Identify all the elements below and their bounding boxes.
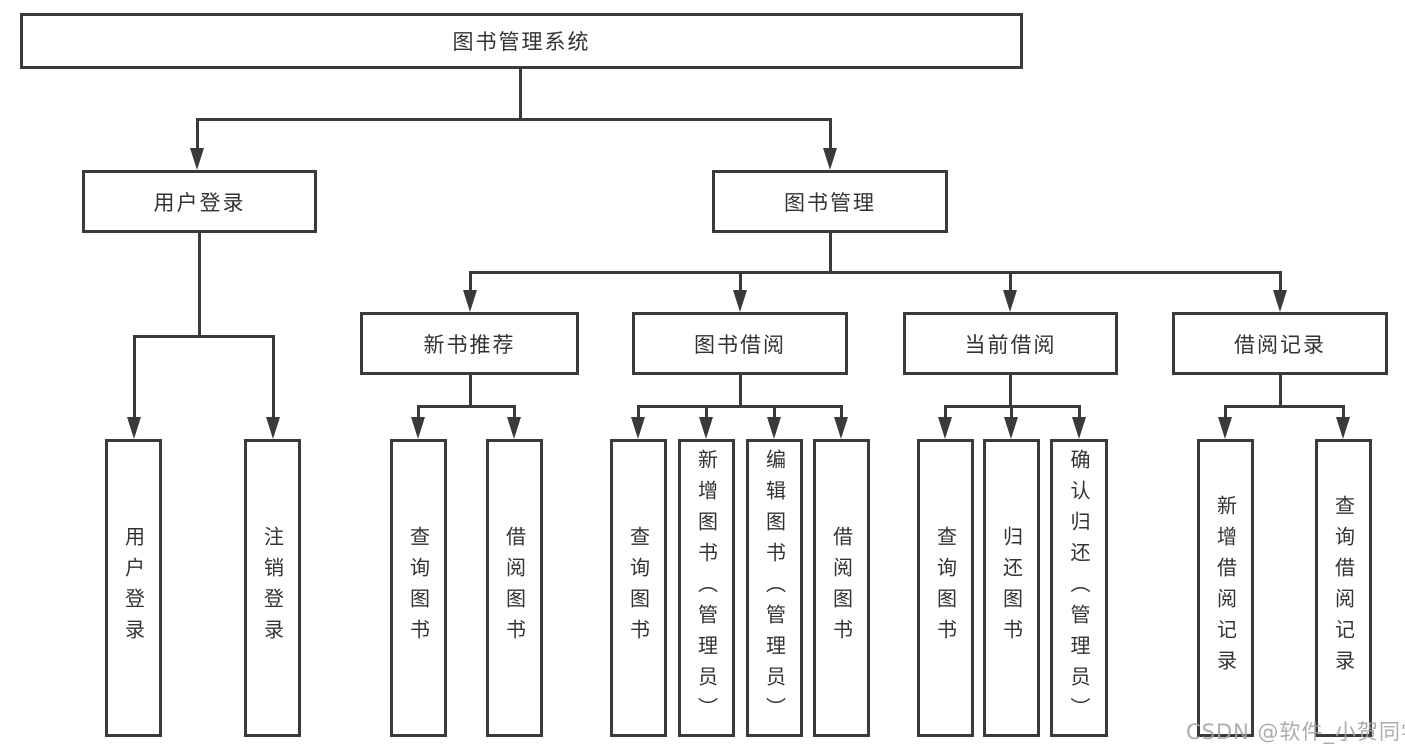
node-new-book-recommend: 新书推荐 xyxy=(360,312,579,375)
arrowhead-down-icon xyxy=(631,417,645,439)
connector-drop-leaf xyxy=(1224,405,1227,419)
leaf-borrow-query-books: 查询图书 xyxy=(610,439,667,737)
arrowhead-down-icon xyxy=(190,148,204,170)
leaf-label: 新增图书（管理员） xyxy=(694,448,719,728)
connector-drop-leaf xyxy=(705,405,708,419)
connector-user-login-spread xyxy=(133,335,275,338)
leaf-label: 注销登录 xyxy=(260,526,285,650)
leaf-edit-books-admin: 编辑图书（管理员） xyxy=(746,439,803,737)
connector-user-login-stem xyxy=(198,232,201,336)
connector-drop-leaf xyxy=(1078,405,1081,419)
connector-borrow-records-spread xyxy=(1224,405,1345,408)
leaf-label: 编辑图书（管理员） xyxy=(762,448,787,728)
connector-drop-user-login xyxy=(196,118,199,152)
node-label: 借阅记录 xyxy=(1234,332,1326,357)
connector-book-management-stem xyxy=(829,232,832,273)
arrowhead-down-icon xyxy=(1004,417,1018,439)
connector-drop-book-borrow xyxy=(739,271,742,293)
node-book-management: 图书管理 xyxy=(712,170,948,233)
connector-drop-borrow-records xyxy=(1279,271,1282,293)
arrowhead-down-icon xyxy=(411,417,425,439)
node-label: 新书推荐 xyxy=(423,332,516,357)
arrowhead-down-icon xyxy=(1003,290,1017,312)
leaf-label: 归还图书 xyxy=(999,526,1024,650)
node-label: 图书借阅 xyxy=(694,332,786,357)
arrowhead-down-icon xyxy=(733,290,747,312)
arrowhead-down-icon xyxy=(507,417,521,439)
connector-current-borrow-stem xyxy=(1009,374,1012,407)
node-label: 当前借阅 xyxy=(964,332,1057,357)
leaf-return-books: 归还图书 xyxy=(983,439,1040,737)
leaf-add-books-admin: 新增图书（管理员） xyxy=(678,439,735,737)
connector-borrow-records-stem xyxy=(1279,374,1282,407)
csdn-watermark: CSDN @软件_小贺同学 xyxy=(1186,720,1405,744)
connector-drop-leaf xyxy=(637,405,640,419)
connector-drop-leaf xyxy=(513,405,516,419)
arrowhead-down-icon xyxy=(1072,417,1086,439)
leaf-label: 借阅图书 xyxy=(502,526,527,650)
connector-drop-leaf xyxy=(944,405,947,419)
leaf-label: 查询图书 xyxy=(626,526,651,650)
arrowhead-down-icon xyxy=(834,417,848,439)
connector-drop-current-borrow xyxy=(1009,271,1012,293)
connector-new-books-stem xyxy=(469,374,472,407)
node-label: 用户登录 xyxy=(153,190,246,215)
arrowhead-down-icon xyxy=(1273,290,1287,312)
connector-level2-spread xyxy=(469,271,1282,274)
connector-drop-leaf xyxy=(840,405,843,419)
leaf-logout: 注销登录 xyxy=(244,439,301,737)
connector-drop-leaf xyxy=(1010,405,1013,419)
arrowhead-down-icon xyxy=(266,417,280,439)
connector-level1-spread xyxy=(196,118,832,121)
arrowhead-down-icon xyxy=(767,417,781,439)
connector-drop-leaf xyxy=(133,335,136,419)
connector-root-stem xyxy=(519,69,522,119)
leaf-current-query-books: 查询图书 xyxy=(917,439,974,737)
node-root: 图书管理系统 xyxy=(20,13,1023,69)
leaf-label: 借阅图书 xyxy=(829,526,854,650)
connector-drop-leaf xyxy=(417,405,420,419)
leaf-user-login: 用户登录 xyxy=(105,439,162,737)
node-current-borrow: 当前借阅 xyxy=(903,312,1118,375)
connector-drop-new-books xyxy=(469,271,472,293)
arrowhead-down-icon xyxy=(127,417,141,439)
leaf-recommend-query-books: 查询图书 xyxy=(390,439,447,737)
connector-drop-leaf xyxy=(1342,405,1345,419)
arrowhead-down-icon xyxy=(823,148,837,170)
leaf-label: 查询借阅记录 xyxy=(1331,495,1356,681)
leaf-add-borrow-record: 新增借阅记录 xyxy=(1197,439,1254,737)
leaf-label: 用户登录 xyxy=(121,526,146,650)
connector-book-borrow-stem xyxy=(739,374,742,407)
node-user-login: 用户登录 xyxy=(82,170,317,233)
node-borrow-records: 借阅记录 xyxy=(1172,312,1388,375)
leaf-query-borrow-record: 查询借阅记录 xyxy=(1315,439,1372,737)
connector-drop-leaf xyxy=(773,405,776,419)
arrowhead-down-icon xyxy=(938,417,952,439)
connector-drop-leaf xyxy=(272,335,275,419)
leaf-label: 查询图书 xyxy=(933,526,958,650)
leaf-borrow-books: 借阅图书 xyxy=(813,439,870,737)
node-book-borrow: 图书借阅 xyxy=(632,312,848,375)
leaf-recommend-borrow-books: 借阅图书 xyxy=(486,439,543,737)
leaf-label: 确认归还（管理员） xyxy=(1067,448,1091,728)
connector-drop-book-management xyxy=(829,118,832,152)
arrowhead-down-icon xyxy=(699,417,713,439)
node-label: 图书管理 xyxy=(784,190,876,215)
node-root-label: 图书管理系统 xyxy=(452,30,591,54)
arrowhead-down-icon xyxy=(463,290,477,312)
arrowhead-down-icon xyxy=(1218,417,1232,439)
connector-book-borrow-spread xyxy=(637,405,843,408)
leaf-confirm-return-admin: 确认归还（管理员） xyxy=(1050,439,1108,737)
leaf-label: 新增借阅记录 xyxy=(1213,495,1238,681)
arrowhead-down-icon xyxy=(1336,417,1350,439)
connector-new-books-spread xyxy=(417,405,516,408)
leaf-label: 查询图书 xyxy=(406,526,431,650)
